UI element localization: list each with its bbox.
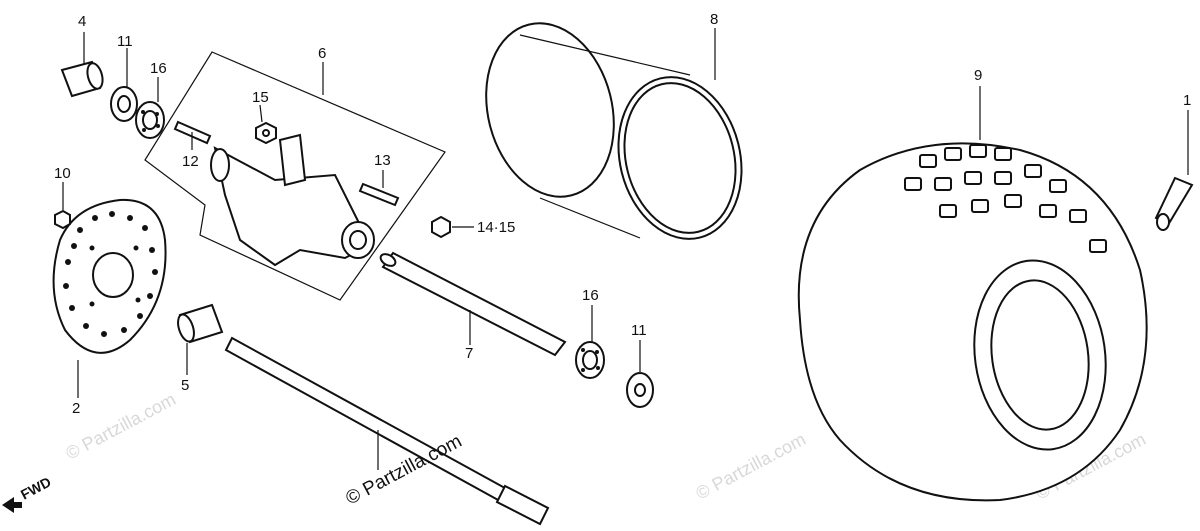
part-labels: 4 11 16 6 15 12 13 10 14·15 8 9 1 16 11 …: [54, 11, 1191, 417]
label-7: 7: [465, 345, 473, 362]
label-9: 9: [974, 67, 982, 84]
label-5: 5: [181, 377, 189, 394]
part-5-collar[interactable]: [175, 303, 224, 344]
label-1: 1: [1183, 92, 1191, 109]
part-1-valve[interactable]: [1154, 176, 1194, 231]
part-15-nut[interactable]: [255, 121, 277, 145]
part-9-tire[interactable]: [797, 142, 1148, 502]
part-11-bearing-right[interactable]: [626, 372, 654, 408]
watermark-faint-2: © Partzilla.com: [692, 429, 808, 504]
label-11-right: 11: [631, 322, 647, 339]
label-8: 8: [710, 11, 718, 28]
label-4: 4: [78, 13, 86, 30]
part-4-collar[interactable]: [60, 60, 105, 98]
fwd-label: FWD: [18, 474, 54, 503]
part-14-15-nut[interactable]: [431, 215, 451, 239]
part-7-axle-tube[interactable]: [379, 251, 567, 357]
label-12: 12: [182, 153, 199, 170]
label-16-right: 16: [582, 287, 599, 304]
label-11-left: 11: [117, 33, 133, 50]
leader-lines: [62, 28, 1189, 470]
part-10-nut[interactable]: [54, 209, 71, 230]
fwd-arrow-icon: [2, 497, 22, 513]
part-8-wheel-rim[interactable]: [469, 10, 759, 252]
label-2: 2: [72, 400, 80, 417]
part-6-hub-group[interactable]: [144, 51, 446, 301]
label-10: 10: [54, 165, 71, 182]
label-16-left: 16: [150, 60, 167, 77]
label-14-15: 14·15: [477, 219, 515, 236]
label-13: 13: [374, 152, 391, 169]
part-2-brake-disc[interactable]: [52, 198, 167, 354]
axle-shaft[interactable]: [224, 336, 550, 526]
part-11-bearing-left[interactable]: [110, 86, 138, 122]
part-16-bearing-left[interactable]: [135, 101, 165, 139]
label-6: 6: [318, 45, 326, 62]
label-15: 15: [252, 89, 269, 106]
part-13-stud[interactable]: [358, 182, 400, 207]
fwd-indicator: FWD: [2, 474, 54, 513]
part-16-bearing-right[interactable]: [575, 341, 605, 379]
